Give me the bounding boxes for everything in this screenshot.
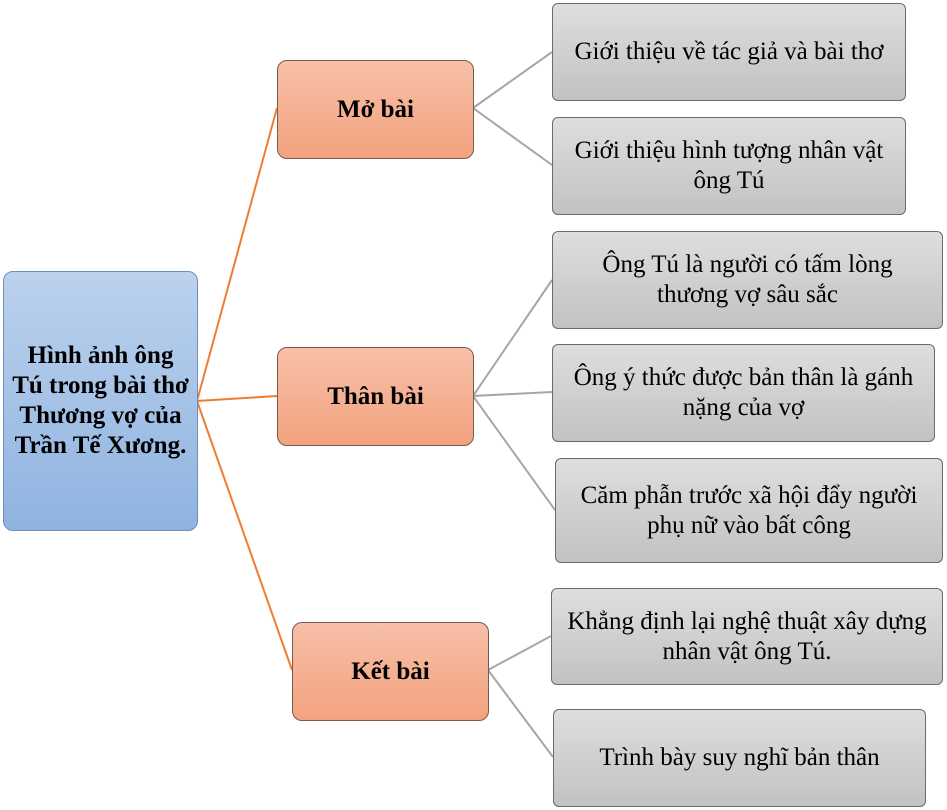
section-ket-bai: Kết bài [292, 622, 489, 721]
leaf-label: Trình bày suy nghĩ bản thân [599, 744, 880, 771]
section-label: Mở bài [336, 95, 415, 123]
leaf-node: Giới thiệu hình tượng nhân vật ông Tú [552, 117, 906, 215]
leaf-label: Ông Tú là người có tấm lòng thương vợ sâ… [602, 251, 893, 308]
connector-root-mo-bai [196, 107, 278, 402]
leaf-label: Giới thiệu hình tượng nhân vật ông Tú [574, 137, 884, 194]
connector [472, 107, 553, 166]
section-label: Kết bài [351, 657, 430, 685]
leaf-label: Ông ý thức được bản thân là gánh nặng củ… [573, 364, 914, 421]
section-label: Thân bài [327, 382, 424, 410]
connector [487, 669, 554, 758]
connector [472, 395, 556, 511]
leaf-label: Căm phẫn trước xã hội đẩy người phụ nữ v… [580, 481, 918, 539]
leaf-node: Ông Tú là người có tấm lòng thương vợ sâ… [552, 231, 943, 329]
connector [487, 635, 552, 671]
leaf-node: Ông ý thức được bản thân là gánh nặng củ… [552, 344, 935, 442]
connector-root-ket-bai [196, 400, 293, 671]
leaf-node: Trình bày suy nghĩ bản thân [553, 709, 926, 807]
root-node: Hình ảnh ông Tú trong bài thơ Thương vợ … [3, 271, 198, 531]
connector [472, 391, 553, 397]
leaf-node: Khẳng định lại nghệ thuật xây dựng nhân … [551, 588, 943, 685]
section-mo-bai: Mở bài [277, 60, 474, 159]
connector [472, 279, 553, 397]
leaf-node: Căm phẫn trước xã hội đẩy người phụ nữ v… [555, 458, 943, 563]
connector-root-than-bai [196, 395, 278, 402]
leaf-label: Khẳng định lại nghệ thuật xây dựng nhân … [567, 607, 927, 665]
section-than-bai: Thân bài [277, 347, 474, 446]
leaf-label: Giới thiệu về tác giả và bài thơ [574, 38, 884, 65]
root-label: Hình ảnh ông Tú trong bài thơ Thương vợ … [12, 342, 189, 459]
leaf-node: Giới thiệu về tác giả và bài thơ [552, 3, 906, 101]
connector [472, 51, 553, 109]
